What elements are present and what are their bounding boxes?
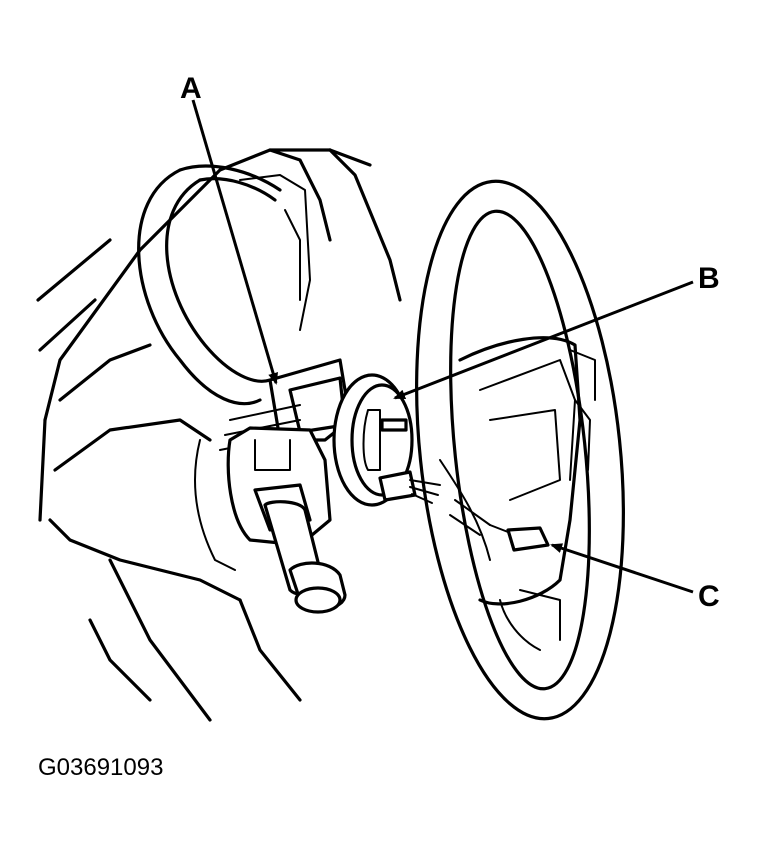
leader-line-a xyxy=(191,99,278,385)
dashboard-outline xyxy=(36,148,402,722)
cable-reel xyxy=(332,373,441,507)
instrument-cluster xyxy=(137,164,311,406)
leader-line-b xyxy=(393,280,694,400)
figure-code: G03691093 xyxy=(38,754,163,781)
combination-switch xyxy=(194,426,347,614)
callout-a: A xyxy=(180,72,202,105)
callout-b: B xyxy=(698,262,720,295)
steering-wheel xyxy=(415,179,625,721)
leader-line-c xyxy=(550,543,694,594)
callout-c: C xyxy=(698,580,720,613)
connector-c xyxy=(489,524,550,552)
